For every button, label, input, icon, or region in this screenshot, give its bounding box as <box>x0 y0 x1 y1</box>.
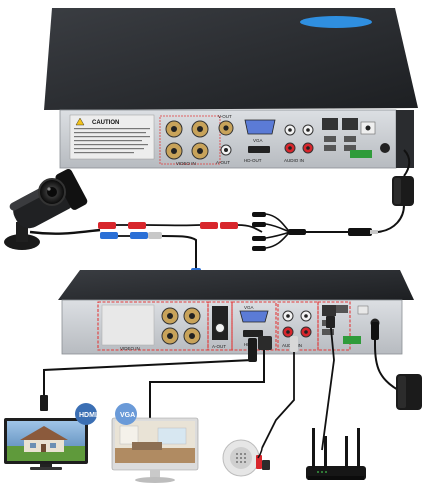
microphone-icon <box>222 439 270 477</box>
bottom-a-out-label: A-OUT <box>212 344 226 349</box>
top-vga-label: VGA <box>253 138 263 143</box>
top-dvr: CAUTION VIDEO IN V-OUT <box>44 8 418 169</box>
top-hd-out-label: HD-OUT <box>244 158 262 163</box>
power-adapter-icon <box>377 149 414 233</box>
top-v-out-a-out: V-OUT A-OUT <box>216 114 234 165</box>
top-vga-hdmi: VGA HD-OUT <box>244 119 276 163</box>
bottom-video-in-label: VIDEO IN <box>120 346 140 351</box>
top-dvr-logo-badge <box>300 16 372 28</box>
top-lan-usb-power <box>322 118 390 158</box>
pc-monitor-icon <box>111 417 199 483</box>
wifi-router-icon <box>306 428 366 480</box>
hdmi-badge-label: HDMI <box>79 412 97 419</box>
bottom-dvr-lid <box>58 270 414 300</box>
caution-label: CAUTION <box>92 120 119 126</box>
top-audio-in-ports: AUDIO IN <box>284 124 314 163</box>
hdmi-badge: HDMI <box>75 403 97 425</box>
vga-badge: VGA <box>115 403 137 425</box>
peripheral-cables <box>40 316 403 451</box>
camera-cable <box>29 222 238 290</box>
top-video-in-label: VIDEO IN <box>176 161 196 166</box>
power-adapter-icon <box>396 374 422 410</box>
top-audio-in-label: AUDIO IN <box>284 158 304 163</box>
bottom-dvr: VIDEO IN A-OUT VGA HDMI AUDIO IN <box>58 270 414 355</box>
bottom-video-in-ports: VIDEO IN <box>120 307 201 351</box>
caution-sticker: CAUTION <box>69 114 155 160</box>
power-splitter-icon <box>237 212 378 251</box>
vga-badge-label: VGA <box>120 412 135 419</box>
top-dvr-lid <box>44 8 418 110</box>
top-video-in-ports: VIDEO IN <box>159 115 221 166</box>
top-v-out-label: V-OUT <box>218 114 232 119</box>
bottom-a-out: A-OUT <box>212 306 228 349</box>
bottom-vga-label: VGA <box>244 305 254 310</box>
top-a-out-label: A-OUT <box>216 160 230 165</box>
tv-monitor-icon <box>4 418 88 470</box>
bullet-camera-icon <box>4 168 88 250</box>
